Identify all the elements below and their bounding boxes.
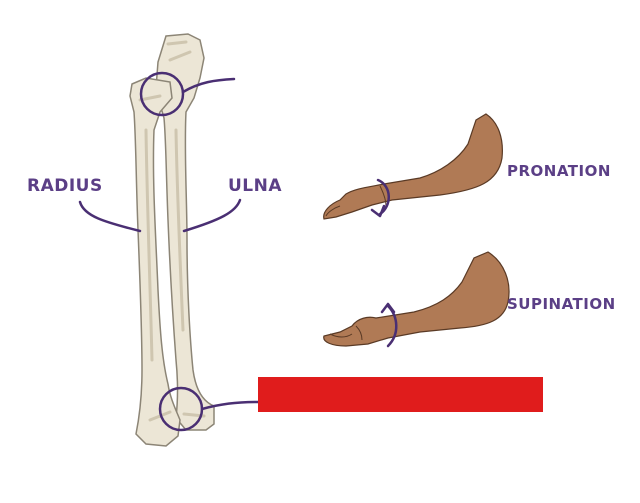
proximal-leader-line xyxy=(181,77,236,94)
radius-shading xyxy=(138,94,162,362)
ulna-leader-line xyxy=(182,198,242,233)
pronation-arm xyxy=(323,113,503,220)
rotate-arrow-up-head xyxy=(380,302,396,314)
supination-palm-line xyxy=(329,325,363,341)
rotate-arrow-down-head xyxy=(370,204,386,218)
ulna-label: ULNA xyxy=(228,176,283,196)
radius-leader-line xyxy=(78,200,142,233)
radius-label: RADIUS xyxy=(27,176,103,196)
distal-leader-line xyxy=(200,400,260,411)
pronation-wrist-line xyxy=(325,185,387,217)
supination-arm xyxy=(323,251,510,347)
ulna-shading xyxy=(166,40,192,332)
supination-label: SUPINATION xyxy=(507,295,616,313)
supination-forearm xyxy=(323,251,510,347)
forearm-bones xyxy=(129,33,215,447)
redaction-box xyxy=(258,377,543,412)
pronation-label: PRONATION xyxy=(507,162,611,180)
pronation-forearm xyxy=(323,113,503,220)
proximal-joint-circle xyxy=(139,71,185,117)
